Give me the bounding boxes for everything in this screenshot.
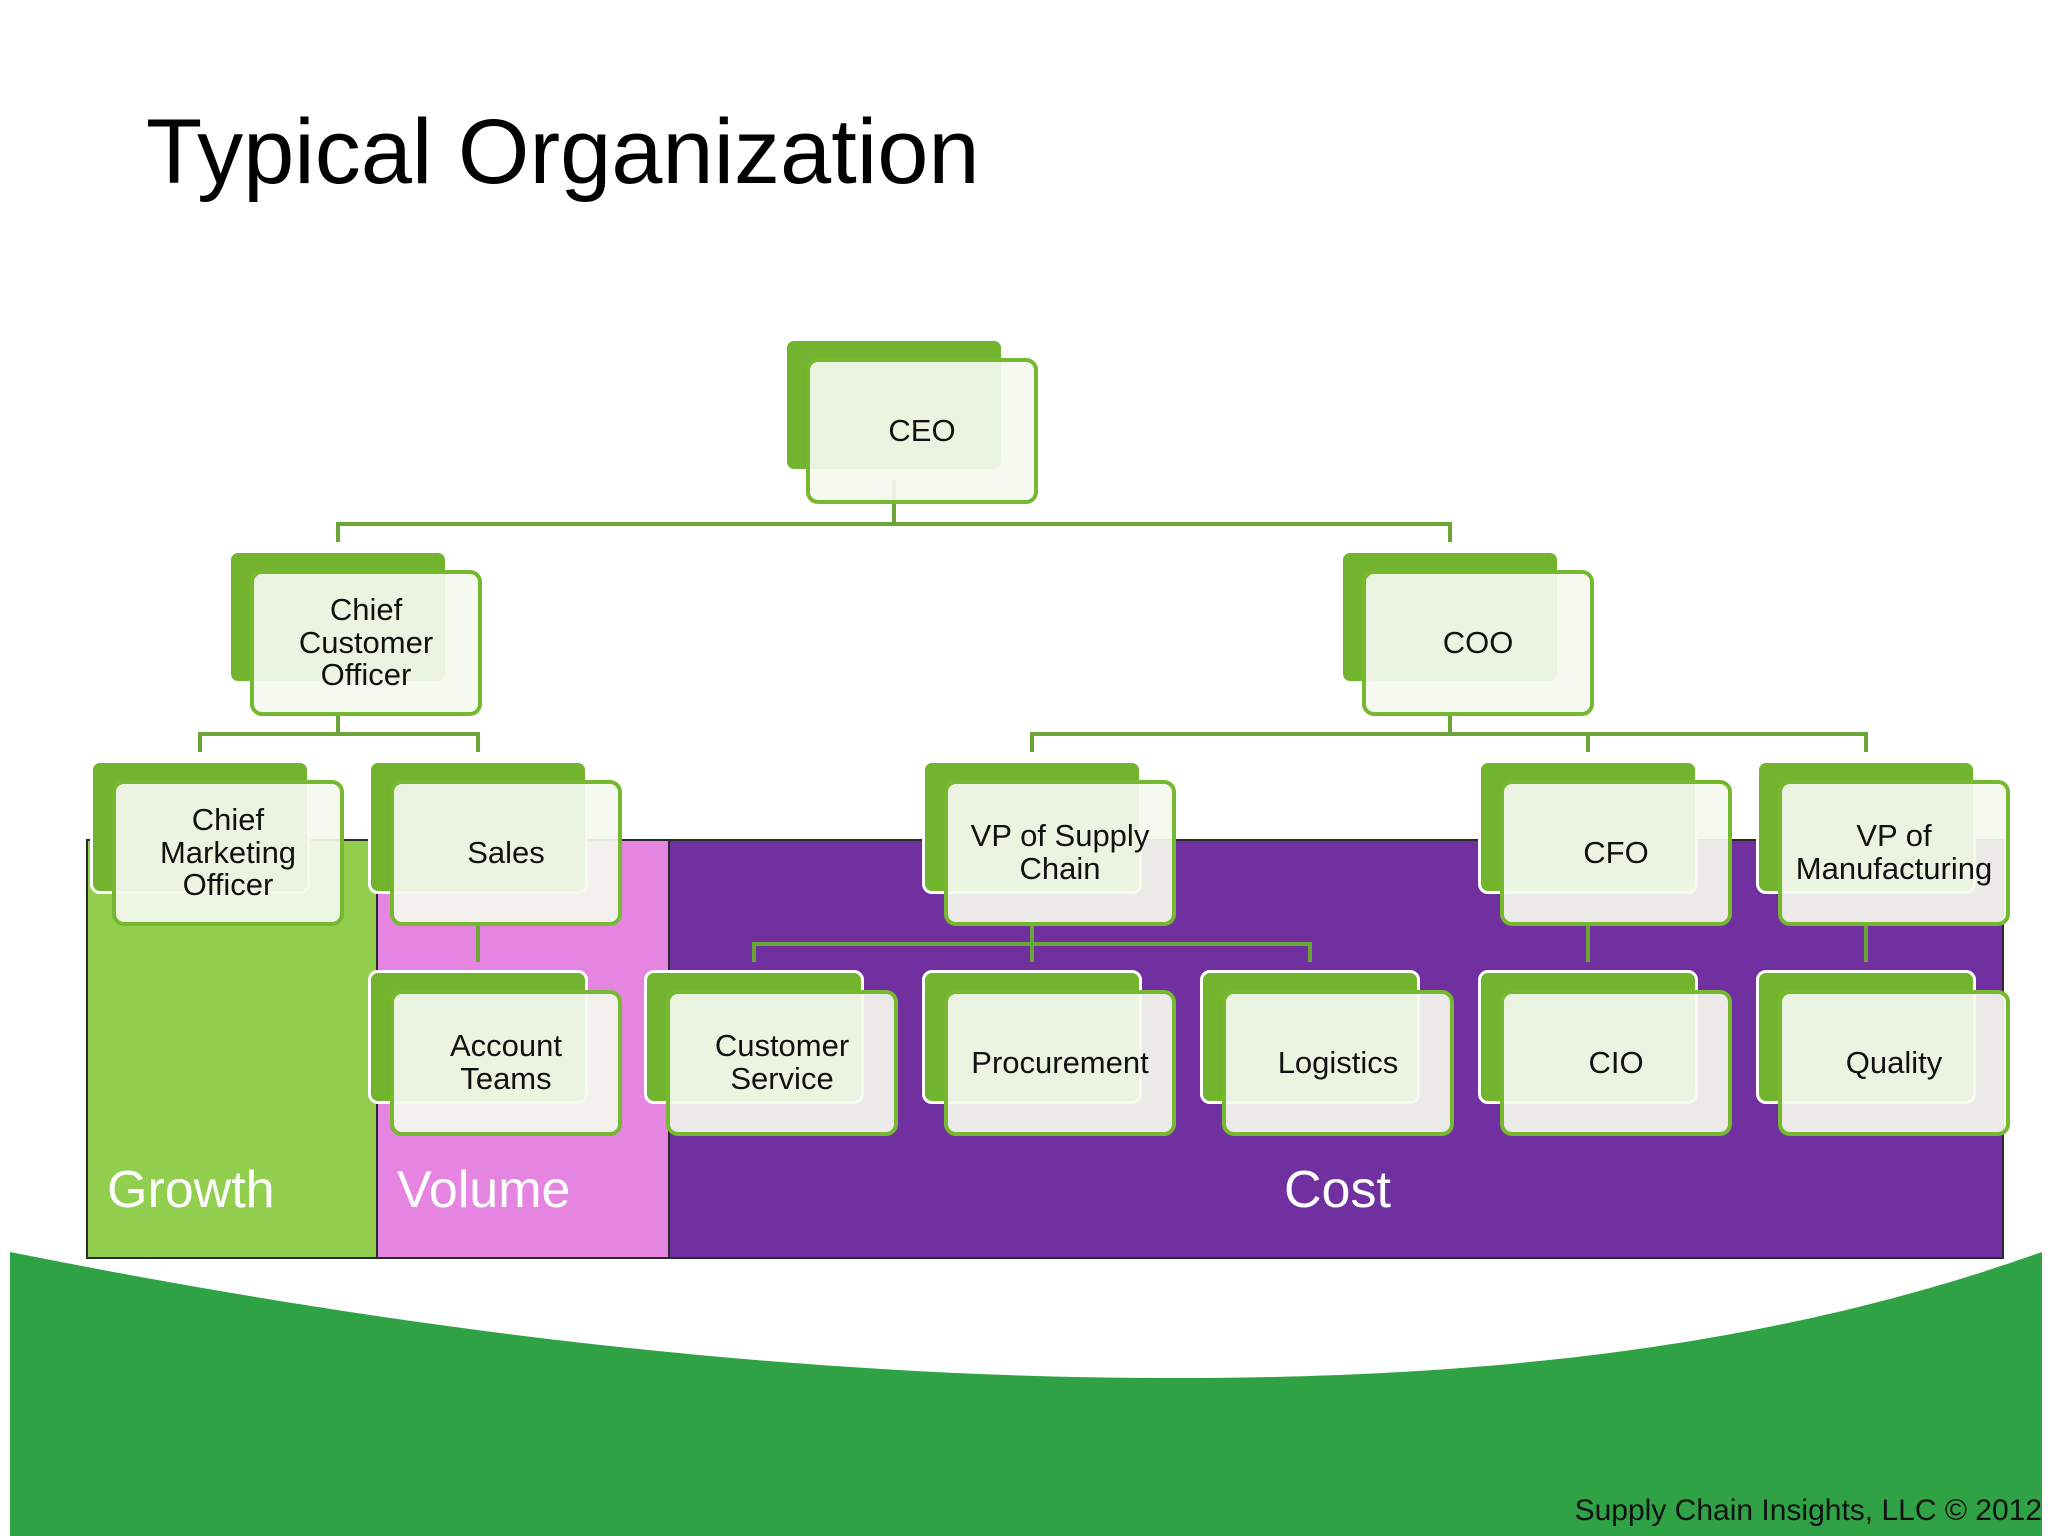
node-label-coo: COO — [1362, 570, 1594, 716]
footer-copyright: Supply Chain Insights, LLC © 2012 — [1574, 1494, 2042, 1527]
band-label-cost: Cost — [1284, 1161, 1391, 1219]
org-node-chief-marketing-officer[interactable]: Chief Marketing Officer — [90, 760, 344, 926]
org-node-customer-service[interactable]: Customer Service — [644, 970, 898, 1136]
node-label-quality: Quality — [1778, 990, 2010, 1136]
node-label-ceo: CEO — [806, 358, 1038, 504]
node-label-sales: Sales — [390, 780, 622, 926]
org-node-logistics[interactable]: Logistics — [1200, 970, 1454, 1136]
org-node-cio[interactable]: CIO — [1478, 970, 1732, 1136]
node-label-cio: CIO — [1500, 990, 1732, 1136]
org-node-ceo[interactable]: CEO — [784, 338, 1038, 504]
org-node-coo[interactable]: COO — [1340, 550, 1594, 716]
org-node-vp-manufacturing[interactable]: VP of Manufacturing — [1756, 760, 2010, 926]
org-node-vp-supply-chain[interactable]: VP of Supply Chain — [922, 760, 1176, 926]
org-node-cfo[interactable]: CFO — [1478, 760, 1732, 926]
node-label-cfo: CFO — [1500, 780, 1732, 926]
node-label-vp-manufacturing: VP of Manufacturing — [1778, 780, 2010, 926]
node-label-customer-service: Customer Service — [666, 990, 898, 1136]
org-node-procurement[interactable]: Procurement — [922, 970, 1176, 1136]
node-label-chief-customer-officer: Chief Customer Officer — [250, 570, 482, 716]
node-label-logistics: Logistics — [1222, 990, 1454, 1136]
org-node-sales[interactable]: Sales — [368, 760, 622, 926]
node-label-chief-marketing-officer: Chief Marketing Officer — [112, 780, 344, 926]
node-label-account-teams: Account Teams — [390, 990, 622, 1136]
node-label-procurement: Procurement — [944, 990, 1176, 1136]
band-label-growth: Growth — [107, 1161, 275, 1219]
band-label-volume: Volume — [397, 1161, 571, 1219]
org-node-chief-customer-officer[interactable]: Chief Customer Officer — [228, 550, 482, 716]
org-node-quality[interactable]: Quality — [1756, 970, 2010, 1136]
slide-title: Typical Organization — [146, 101, 980, 203]
org-node-account-teams[interactable]: Account Teams — [368, 970, 622, 1136]
node-label-vp-supply-chain: VP of Supply Chain — [944, 780, 1176, 926]
green-wave-background — [10, 1252, 2042, 1536]
